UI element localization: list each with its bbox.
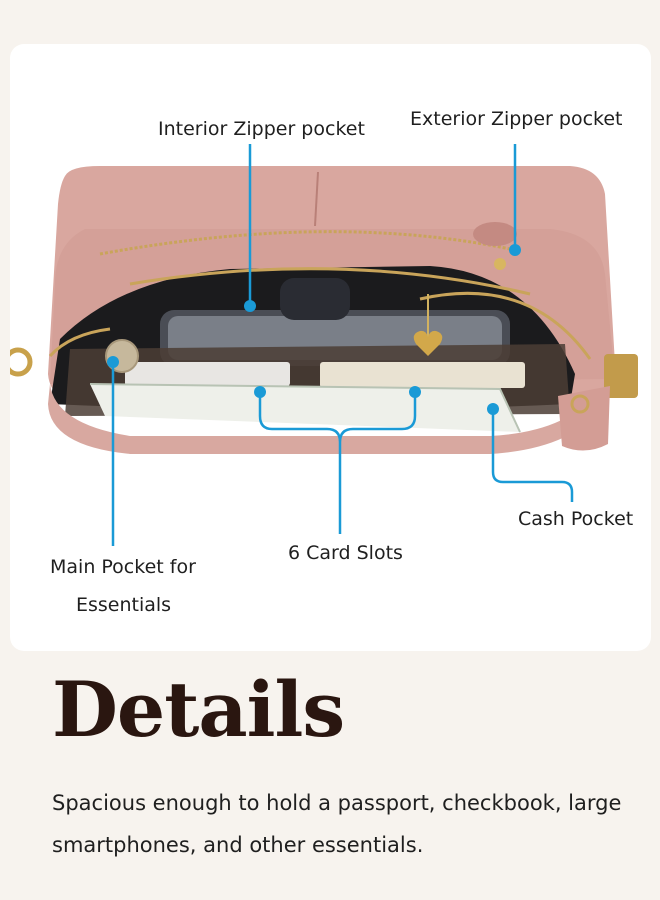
- cash: [90, 384, 520, 432]
- callout-dot-main: [107, 356, 119, 368]
- label-main-pocket-line2: Essentials: [76, 594, 172, 616]
- label-interior-zipper-pocket: Interior Zipper pocket: [158, 118, 365, 140]
- callout-line-card-slots: [258, 392, 417, 534]
- callout-line-cash: [491, 409, 574, 502]
- label-main-pocket-line1: Main Pocket for: [50, 556, 196, 578]
- label-cash-pocket: Cash Pocket: [518, 508, 634, 530]
- exterior-zipper: [99, 230, 511, 256]
- interior-zipper: [129, 267, 531, 296]
- main-zipper: [48, 327, 111, 358]
- card-right: [320, 362, 525, 388]
- callout-lines: [111, 144, 574, 546]
- d-ring-left: [10, 347, 33, 377]
- callout-dot-card-left: [254, 386, 266, 398]
- bag-front-lip: [48, 384, 600, 454]
- callout-dot-exterior: [509, 244, 521, 256]
- card-left: [125, 362, 290, 386]
- label-card-slots: 6 Card Slots: [288, 542, 403, 564]
- callout-dot-cash: [487, 403, 499, 415]
- heart-charm-icon: [413, 330, 443, 356]
- crossbody-bag-illustration: [10, 144, 638, 546]
- section-heading: Details: [52, 665, 345, 754]
- callout-dots: [107, 244, 521, 415]
- zipper-tab: [473, 222, 517, 246]
- callout-dot-interior: [244, 300, 256, 312]
- center-seam: [314, 171, 319, 227]
- label-exterior-zipper-pocket: Exterior Zipper pocket: [410, 108, 623, 130]
- product-description: Spacious enough to hold a passport, chec…: [52, 791, 622, 857]
- product-photo-card: Interior Zipper pocket Exterior Zipper p…: [10, 44, 651, 651]
- strap-clasp: [604, 354, 638, 398]
- callout-dot-card-right: [409, 386, 421, 398]
- zipper-pull-exterior: [494, 258, 506, 270]
